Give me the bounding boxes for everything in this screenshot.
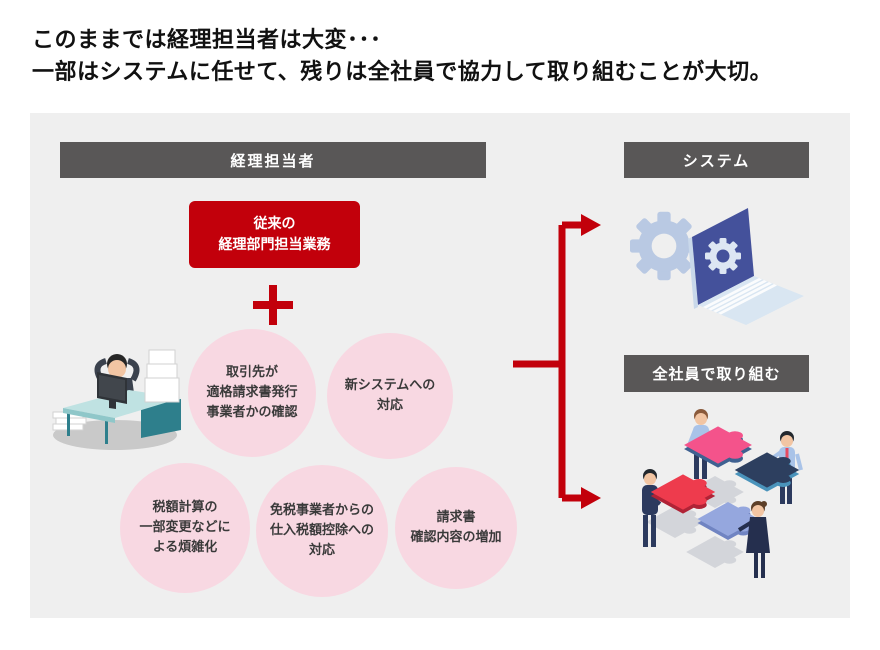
task-line: 免税事業者からの [269,503,374,518]
header-all-employees: 全社員で取り組む [624,355,809,392]
task-line: 一部変更などに [139,520,231,535]
keyboard-keys-icon [703,278,777,315]
title-line-2: 一部はシステムに任せて、残りは全社員で協力して取り組むことが大切。 [32,60,773,85]
person-woman [737,501,770,578]
task-line: 税額計算の [152,500,218,515]
header-system: システム [624,142,809,178]
task-circle-tax-calc: 税額計算の 一部変更などに よる煩雑化 [120,463,250,593]
teamwork-puzzle-illustration [642,409,810,578]
task-line: 対応 [376,398,403,413]
header-accounting-staff: 経理担当者 [60,142,486,178]
legacy-duties-box: 従来の 経理部門担当業務 [189,201,360,268]
task-circle-tax-deduction: 免税事業者からの 仕入税額控除への 対応 [256,465,388,597]
task-line: よる煩雑化 [152,540,218,555]
page-title: このままでは経理担当者は大変･･･ 一部はシステムに任せて、残りは全社員で協力し… [32,25,772,89]
arrowhead-bottom-icon [581,487,601,509]
task-line: 取引先が [225,365,278,380]
task-line: 請求書 [436,510,476,525]
branch-arrows-icon [513,214,601,509]
gear-icon [630,211,699,281]
task-line: 仕入税額控除への [269,523,374,538]
legacy-duties-line-1: 従来の [253,215,296,232]
person-left [642,469,671,547]
task-circle-new-system: 新システムへの 対応 [327,333,453,459]
task-line: 確認内容の増加 [410,530,502,545]
legacy-duties-line-2: 経理部門担当業務 [218,236,331,253]
monitor-icon [97,372,127,409]
task-line: 事業者かの確認 [206,405,298,420]
stressed-accountant-illustration [52,349,181,450]
plus-icon [253,285,293,325]
diagram-panel: 経理担当者 システム 全社員で取り組む 従来の 経理部門担当業務 取引先が 適格… [30,113,850,618]
laptop-gears-illustration [630,208,804,325]
arrowhead-top-icon [581,214,601,236]
task-line: 新システムへの [344,378,436,393]
task-line: 対応 [308,543,335,558]
task-circle-invoice-check: 請求書 確認内容の増加 [395,467,517,589]
task-circle-supplier-check: 取引先が 適格請求書発行 事業者かの確認 [188,329,316,457]
printer-stack-icon [144,349,180,403]
title-line-1: このままでは経理担当者は大変･･･ [32,28,382,53]
screen-gear-icon [705,238,741,274]
task-line: 適格請求書発行 [206,385,298,400]
plus-vertical-bar [269,285,277,325]
laptop-icon [688,208,804,325]
